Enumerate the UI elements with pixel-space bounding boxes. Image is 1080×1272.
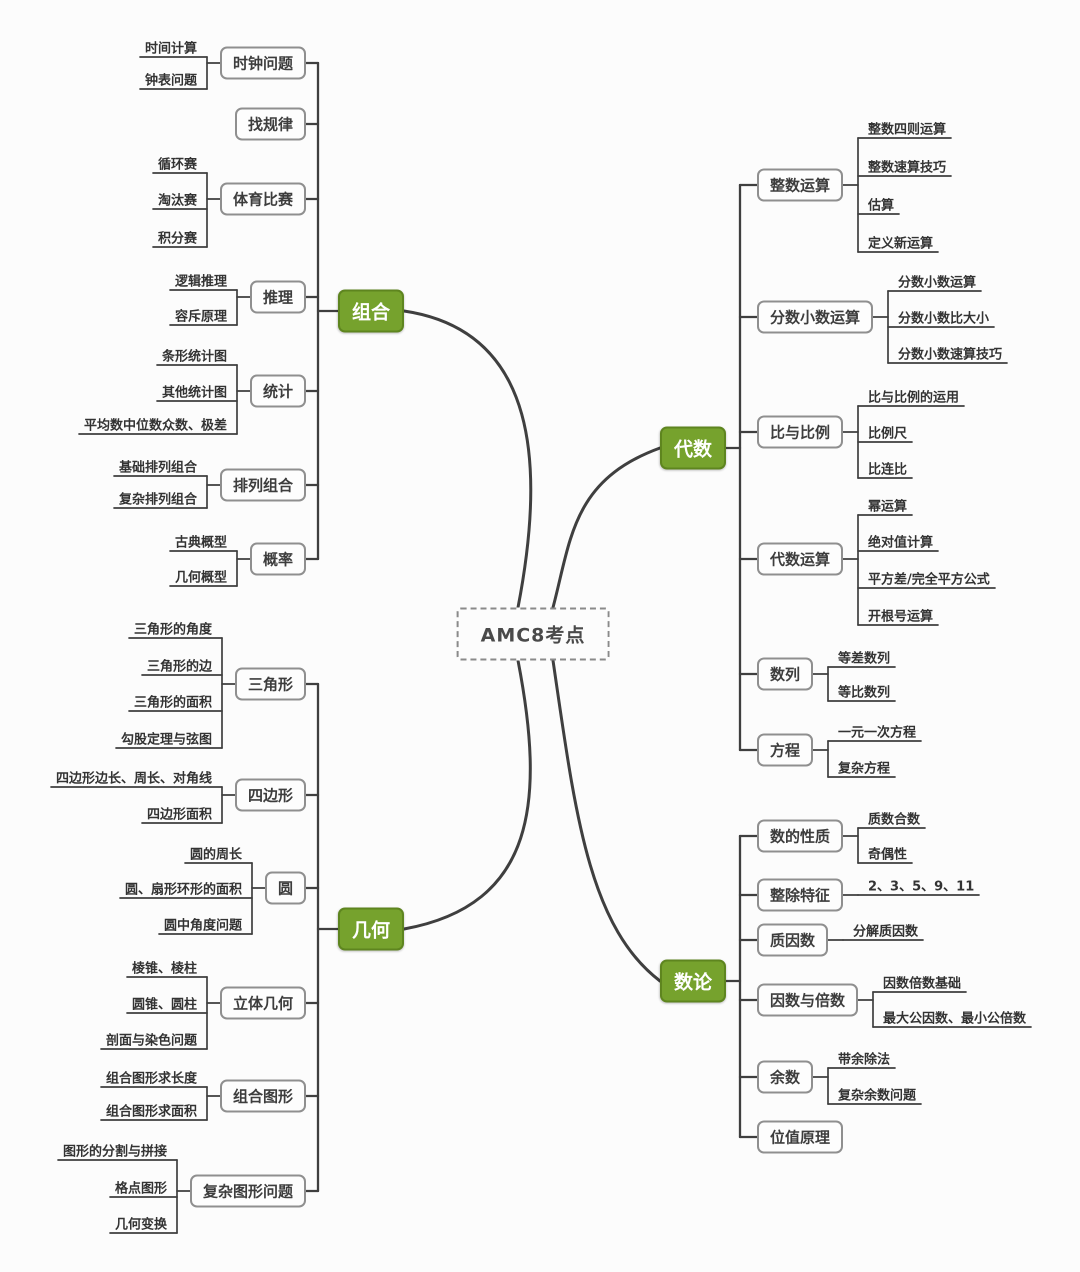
- leaf-topic: 积分赛: [157, 231, 197, 247]
- leaf-topic: 平均数中位数众数、极差: [83, 418, 227, 434]
- sub-topic: 方程: [757, 733, 814, 767]
- sub-topic: 因数与倍数: [757, 983, 859, 1017]
- leaf-topic: 其他统计图: [161, 385, 227, 401]
- sub-topic: 圆: [264, 871, 306, 905]
- leaf-topic: 整数速算技巧: [868, 160, 947, 176]
- leaf-topic: 开根号运算: [868, 609, 934, 625]
- sub-topic: 体育比赛: [219, 182, 306, 216]
- leaf-topic: 奇偶性: [868, 847, 908, 863]
- leaf-topic: 组合图形求长度: [105, 1071, 197, 1087]
- sub-topic: 代数运算: [757, 542, 844, 576]
- leaf-topic: 带余除法: [838, 1052, 891, 1068]
- sub-topic: 质因数: [757, 923, 829, 957]
- sub-topic: 数的性质: [757, 819, 844, 853]
- leaf-topic: 钟表问题: [144, 73, 197, 89]
- leaf-topic: 估算: [868, 198, 895, 214]
- leaf-topic: 四边形边长、周长、对角线: [55, 771, 212, 787]
- leaf-topic: 基础排列组合: [118, 460, 197, 476]
- branch-topic-algebra: 代数: [659, 426, 727, 470]
- sub-topic: 复杂图形问题: [189, 1174, 306, 1208]
- leaf-topic: 2、3、5、9、11: [868, 879, 975, 895]
- sub-topic: 找规律: [234, 107, 306, 141]
- leaf-topic: 容斥原理: [174, 309, 227, 325]
- leaf-topic: 整数四则运算: [868, 122, 947, 138]
- sub-topic: 立体几何: [219, 986, 306, 1020]
- leaf-topic: 一元一次方程: [838, 725, 917, 741]
- leaf-topic: 分数小数速算技巧: [898, 347, 1003, 363]
- sub-topic: 统计: [249, 374, 306, 408]
- leaf-topic: 圆锥、圆柱: [131, 997, 197, 1013]
- leaf-topic: 时间计算: [144, 41, 197, 57]
- leaf-topic: 几何概型: [174, 570, 227, 586]
- leaf-topic: 循环赛: [157, 157, 197, 173]
- leaf-topic: 圆、扇形环形的面积: [124, 882, 242, 898]
- leaf-topic: 三角形的角度: [133, 622, 212, 638]
- leaf-topic: 因数倍数基础: [883, 976, 962, 992]
- leaf-topic: 绝对值计算: [868, 535, 934, 551]
- leaf-topic: 等差数列: [838, 651, 891, 667]
- leaf-topic: 格点图形: [114, 1181, 167, 1197]
- leaf-topic: 逻辑推理: [174, 274, 227, 290]
- sub-topic: 三角形: [234, 667, 306, 701]
- leaf-topic: 复杂排列组合: [118, 492, 197, 508]
- leaf-topic: 比例尺: [868, 426, 908, 442]
- central-topic: AMC8考点: [456, 607, 610, 661]
- leaf-topic: 三角形的面积: [133, 695, 212, 711]
- leaf-topic: 剖面与染色问题: [105, 1033, 197, 1049]
- leaf-topic: 淘汰赛: [157, 193, 197, 209]
- sub-topic: 概率: [249, 542, 306, 576]
- leaf-topic: 分数小数运算: [898, 275, 977, 291]
- leaf-topic: 三角形的边: [146, 659, 212, 675]
- leaf-topic: 图形的分割与拼接: [62, 1144, 167, 1160]
- leaf-topic: 幂运算: [868, 499, 908, 515]
- leaf-topic: 等比数列: [838, 685, 891, 701]
- sub-topic: 时钟问题: [219, 46, 306, 80]
- sub-topic: 比与比例: [757, 415, 844, 449]
- leaf-topic: 复杂方程: [838, 761, 891, 777]
- sub-topic: 数列: [757, 657, 814, 691]
- leaf-topic: 条形统计图: [161, 349, 227, 365]
- leaf-topic: 圆的周长: [189, 847, 242, 863]
- sub-topic: 整除特征: [757, 878, 844, 912]
- leaf-topic: 分数小数比大小: [898, 311, 990, 327]
- leaf-topic: 比与比例的运用: [868, 390, 960, 406]
- sub-topic: 四边形: [234, 778, 306, 812]
- leaf-topic: 古典概型: [174, 535, 227, 551]
- sub-topic: 分数小数运算: [757, 300, 874, 334]
- leaf-topic: 最大公因数、最小公倍数: [883, 1011, 1027, 1027]
- sub-topic: 排列组合: [219, 468, 306, 502]
- sub-topic: 组合图形: [219, 1079, 306, 1113]
- leaf-topic: 棱锥、棱柱: [131, 961, 197, 977]
- branch-topic-number-theory: 数论: [659, 959, 727, 1003]
- sub-topic: 位值原理: [757, 1120, 844, 1154]
- sub-topic: 余数: [757, 1060, 814, 1094]
- leaf-topic: 分解质因数: [853, 924, 919, 940]
- leaf-topic: 定义新运算: [868, 236, 934, 252]
- sub-topic: 整数运算: [757, 168, 844, 202]
- leaf-topic: 平方差/完全平方公式: [868, 572, 990, 588]
- branch-topic-combinatorics: 组合: [337, 289, 405, 333]
- branch-topic-geometry: 几何: [337, 907, 405, 951]
- leaf-topic: 圆中角度问题: [163, 918, 242, 934]
- leaf-topic: 组合图形求面积: [105, 1104, 197, 1120]
- sub-topic: 推理: [249, 280, 306, 314]
- leaf-topic: 勾股定理与弦图: [120, 732, 212, 748]
- leaf-topic: 质数合数: [868, 812, 921, 828]
- leaf-topic: 几何变换: [114, 1217, 167, 1233]
- leaf-topic: 四边形面积: [146, 807, 212, 823]
- leaf-topic: 比连比: [868, 462, 908, 478]
- leaf-topic: 复杂余数问题: [838, 1088, 917, 1104]
